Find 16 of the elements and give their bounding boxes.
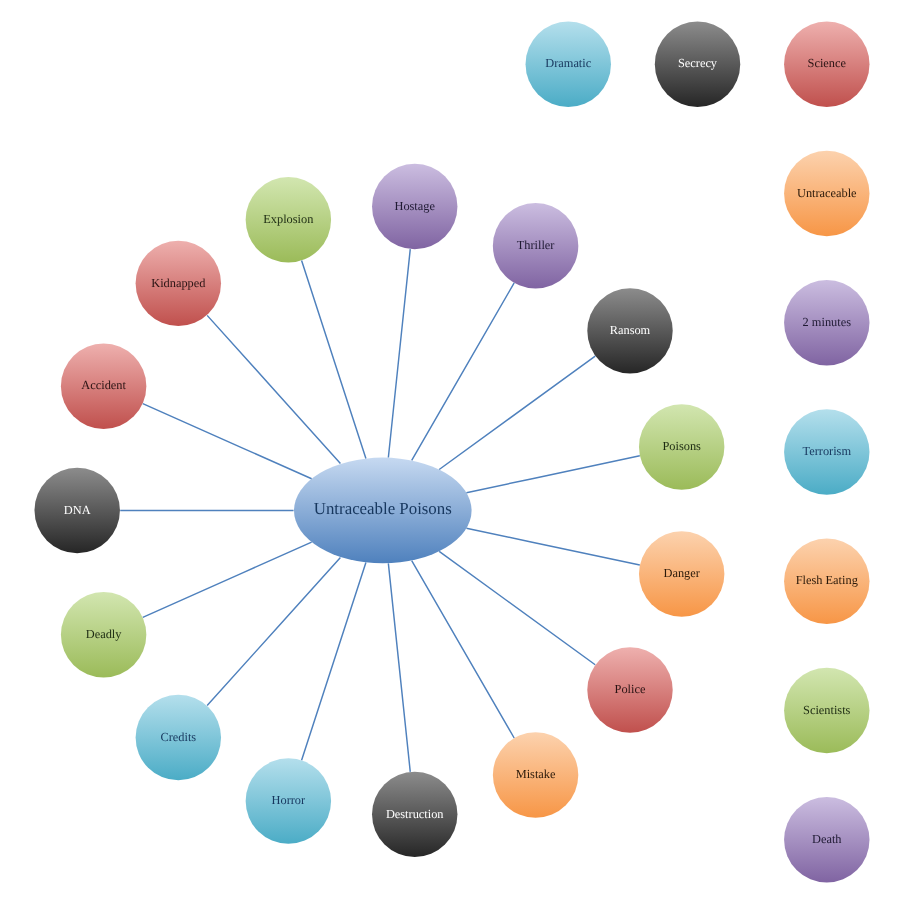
connector bbox=[142, 402, 313, 480]
connector bbox=[387, 562, 411, 773]
connector bbox=[438, 550, 596, 666]
connector bbox=[410, 559, 515, 739]
connector bbox=[387, 248, 411, 459]
connector bbox=[300, 259, 367, 460]
connector bbox=[300, 561, 367, 762]
connector bbox=[410, 282, 515, 462]
connector bbox=[465, 527, 641, 566]
connector bbox=[206, 556, 342, 707]
connector bbox=[142, 541, 313, 619]
node-ellipse: Untraceable Poisons bbox=[294, 457, 472, 564]
connector bbox=[206, 314, 342, 465]
connector bbox=[465, 455, 641, 494]
connector bbox=[119, 509, 295, 512]
connector bbox=[438, 355, 596, 471]
